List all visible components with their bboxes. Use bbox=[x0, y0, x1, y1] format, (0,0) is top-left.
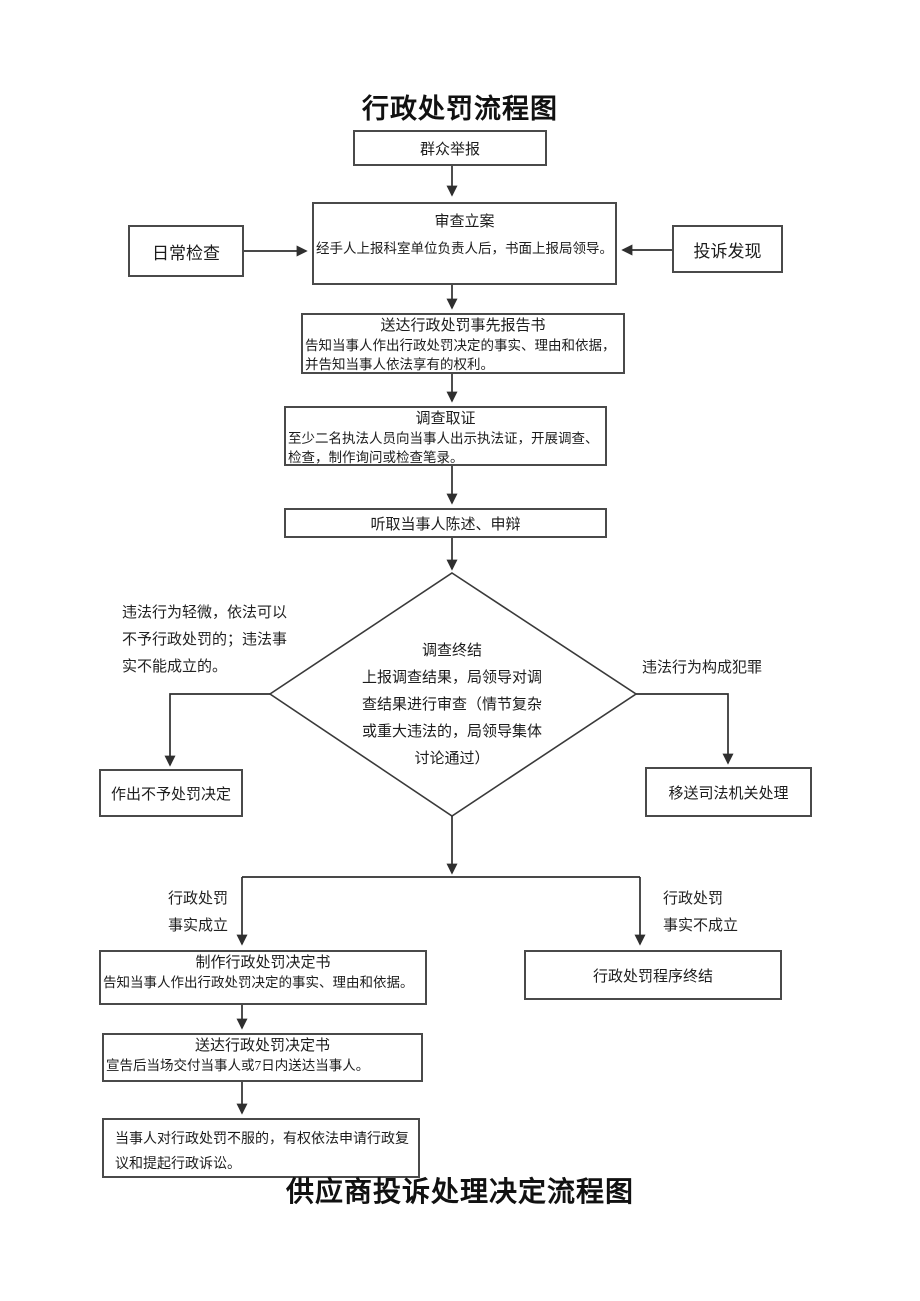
node-advance-notice-body: 告知当事人作出行政处罚决定的事实、理由和依据，并告知当事人依法享有的权利。 bbox=[305, 338, 616, 372]
node-transfer-judicial: 移送司法机关处理 bbox=[645, 767, 812, 817]
node-make-decision-doc-title: 制作行政处罚决定书 bbox=[195, 955, 331, 971]
node-complaint-found-label: 投诉发现 bbox=[693, 241, 762, 261]
label-facts-not-established-line1: 行政处罚 bbox=[663, 891, 724, 907]
label-facts-established: 行政处罚 事实成立 bbox=[168, 886, 228, 940]
node-make-decision-doc-body: 告知当事人作出行政处罚决定的事实、理由和依据。 bbox=[103, 975, 414, 990]
node-evidence-collection-body: 至少二名执法人员向当事人出示执法证，开展调查、检查，制作询问或检查笔录。 bbox=[288, 431, 599, 465]
label-facts-established-line2: 事实成立 bbox=[168, 918, 229, 934]
node-investigation-conclusion-line4: 讨论通过） bbox=[414, 751, 490, 767]
node-review-filing-body: 经手人上报科室单位负责人后，书面上报局领导。 bbox=[316, 241, 613, 256]
label-facts-not-established: 行政处罚 事实不成立 bbox=[663, 886, 738, 940]
node-deliver-decision-title: 送达行政处罚决定书 bbox=[194, 1038, 330, 1054]
page-title: 行政处罚流程图 bbox=[362, 94, 558, 124]
node-public-report-label: 群众举报 bbox=[419, 141, 480, 158]
node-transfer-judicial-label: 移送司法机关处理 bbox=[668, 785, 789, 802]
node-appeal-rights: 当事人对行政处罚不服的，有权依法申请行政复议和提起行政诉讼。 bbox=[102, 1118, 420, 1178]
node-procedure-end: 行政处罚程序终结 bbox=[524, 950, 782, 1000]
node-deliver-decision: 送达行政处罚决定书 宣告后当场交付当事人或7日内送达当事人。 bbox=[102, 1033, 423, 1082]
node-investigation-conclusion-line2: 查结果进行审查（情节复杂 bbox=[361, 697, 542, 713]
footer-title: 供应商投诉处理决定流程图 bbox=[285, 1176, 634, 1207]
node-no-penalty-decision-label: 作出不予处罚决定 bbox=[110, 786, 231, 803]
node-public-report: 群众举报 bbox=[353, 130, 547, 166]
node-no-penalty-decision: 作出不予处罚决定 bbox=[99, 769, 243, 817]
node-evidence-collection: 调查取证 至少二名执法人员向当事人出示执法证，开展调查、检查，制作询问或检查笔录… bbox=[284, 406, 607, 466]
node-procedure-end-label: 行政处罚程序终结 bbox=[592, 968, 713, 985]
node-deliver-decision-body: 宣告后当场交付当事人或7日内送达当事人。 bbox=[106, 1058, 370, 1073]
arrow-diamond-to-no-penalty bbox=[164, 693, 270, 767]
node-review-filing: 审查立案 经手人上报科室单位负责人后，书面上报局领导。 bbox=[312, 202, 617, 285]
label-minor-violation: 违法行为轻微，依法可以不予行政处罚的；违法事实不能成立的。 bbox=[122, 605, 288, 675]
label-facts-established-line1: 行政处罚 bbox=[168, 891, 229, 907]
node-make-decision-doc: 制作行政处罚决定书 告知当事人作出行政处罚决定的事实、理由和依据。 bbox=[99, 950, 427, 1005]
node-investigation-conclusion-line1: 上报调查结果，局领导对调 bbox=[361, 670, 542, 686]
label-facts-not-established-line2: 事实不成立 bbox=[663, 918, 739, 934]
node-appeal-rights-body: 当事人对行政处罚不服的，有权依法申请行政复议和提起行政诉讼。 bbox=[115, 1132, 409, 1172]
node-investigation-conclusion: 调查终结 上报调查结果，局领导对调 查结果进行审查（情节复杂 或重大违法的，局领… bbox=[332, 638, 572, 773]
arrow-diamond-to-judicial bbox=[636, 693, 734, 765]
node-advance-notice-title: 送达行政处罚事先报告书 bbox=[380, 318, 546, 334]
node-investigation-conclusion-title: 调查终结 bbox=[421, 643, 482, 659]
node-advance-notice: 送达行政处罚事先报告书 告知当事人作出行政处罚决定的事实、理由和依据，并告知当事… bbox=[301, 313, 625, 374]
node-complaint-found: 投诉发现 bbox=[672, 225, 783, 273]
node-investigation-conclusion-line3: 或重大违法的，局领导集体 bbox=[361, 724, 542, 740]
node-hear-statement-label: 听取当事人陈述、申辩 bbox=[370, 516, 521, 533]
node-daily-inspection-label: 日常检查 bbox=[152, 243, 220, 263]
label-crime: 违法行为构成犯罪 bbox=[642, 660, 763, 676]
node-daily-inspection: 日常检查 bbox=[128, 225, 244, 277]
node-review-filing-title: 审查立案 bbox=[434, 214, 495, 230]
node-hear-statement: 听取当事人陈述、申辩 bbox=[284, 508, 607, 538]
node-evidence-collection-title: 调查取证 bbox=[415, 411, 476, 427]
